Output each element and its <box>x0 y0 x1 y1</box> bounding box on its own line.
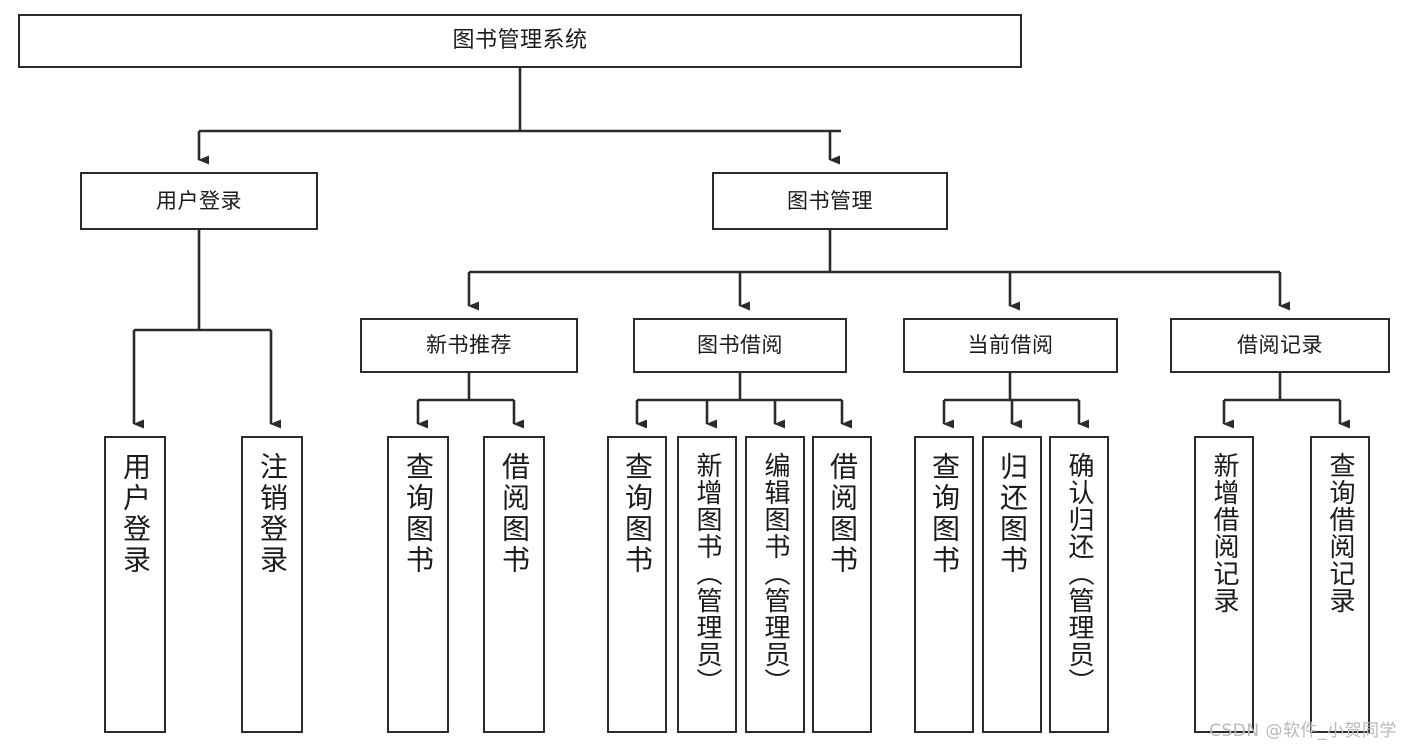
node-book-borrowing-label: 图书借阅 <box>697 333 783 358</box>
node-book-management-label: 图书管理 <box>787 188 873 213</box>
node-current-borrowing-label: 当前借阅 <box>967 333 1054 358</box>
leaf-borrow-book[interactable]: 借阅图书 <box>812 436 872 733</box>
leaf-add-borrow-record-label: 新增借阅记录 <box>1209 452 1239 614</box>
leaf-borrow-book-recommend-label: 借阅图书 <box>498 452 531 576</box>
leaf-add-borrow-record[interactable]: 新增借阅记录 <box>1194 436 1254 733</box>
leaf-edit-book-admin-label: 编辑图书（管理员） <box>760 452 790 695</box>
leaf-return-book[interactable]: 归还图书 <box>982 436 1042 733</box>
node-root-label: 图书管理系统 <box>452 28 588 54</box>
leaf-query-book-borrowing[interactable]: 查询图书 <box>607 436 667 733</box>
leaf-query-book-recommend-label: 查询图书 <box>402 452 435 576</box>
csdn-watermark: CSDN @软件_小贺同学 <box>1209 721 1397 741</box>
leaf-borrow-book-recommend[interactable]: 借阅图书 <box>483 436 545 733</box>
node-current-borrowing[interactable]: 当前借阅 <box>903 318 1118 373</box>
node-user-login[interactable]: 用户登录 <box>80 172 318 230</box>
leaf-user-login[interactable]: 用户登录 <box>104 436 166 733</box>
node-borrow-records-label: 借阅记录 <box>1237 333 1323 358</box>
leaf-confirm-return-admin[interactable]: 确认归还（管理员） <box>1049 436 1109 733</box>
leaf-edit-book-admin[interactable]: 编辑图书（管理员） <box>745 436 805 733</box>
node-new-book-recommendation-label: 新书推荐 <box>426 333 512 358</box>
leaf-add-book-admin[interactable]: 新增图书（管理员） <box>677 436 737 733</box>
leaf-return-book-label: 归还图书 <box>996 452 1029 576</box>
leaf-borrow-book-label: 借阅图书 <box>826 452 859 576</box>
node-book-borrowing[interactable]: 图书借阅 <box>633 318 847 373</box>
leaf-query-borrow-record[interactable]: 查询借阅记录 <box>1310 436 1370 733</box>
leaf-query-book-current[interactable]: 查询图书 <box>914 436 974 733</box>
leaf-logout-label: 注销登录 <box>256 452 289 576</box>
node-root[interactable]: 图书管理系统 <box>18 14 1022 68</box>
leaf-query-book-current-label: 查询图书 <box>928 452 961 576</box>
leaf-query-book-recommend[interactable]: 查询图书 <box>387 436 449 733</box>
leaf-add-book-admin-label: 新增图书（管理员） <box>692 452 722 695</box>
node-borrow-records[interactable]: 借阅记录 <box>1170 318 1390 373</box>
node-user-login-label: 用户登录 <box>156 188 242 213</box>
leaf-confirm-return-admin-label: 确认归还（管理员） <box>1064 452 1094 695</box>
leaf-logout[interactable]: 注销登录 <box>241 436 303 733</box>
leaf-query-book-borrowing-label: 查询图书 <box>621 452 654 576</box>
node-new-book-recommendation[interactable]: 新书推荐 <box>360 318 578 373</box>
leaf-user-login-label: 用户登录 <box>119 452 152 576</box>
node-book-management[interactable]: 图书管理 <box>712 172 948 230</box>
leaf-query-borrow-record-label: 查询借阅记录 <box>1325 452 1355 614</box>
